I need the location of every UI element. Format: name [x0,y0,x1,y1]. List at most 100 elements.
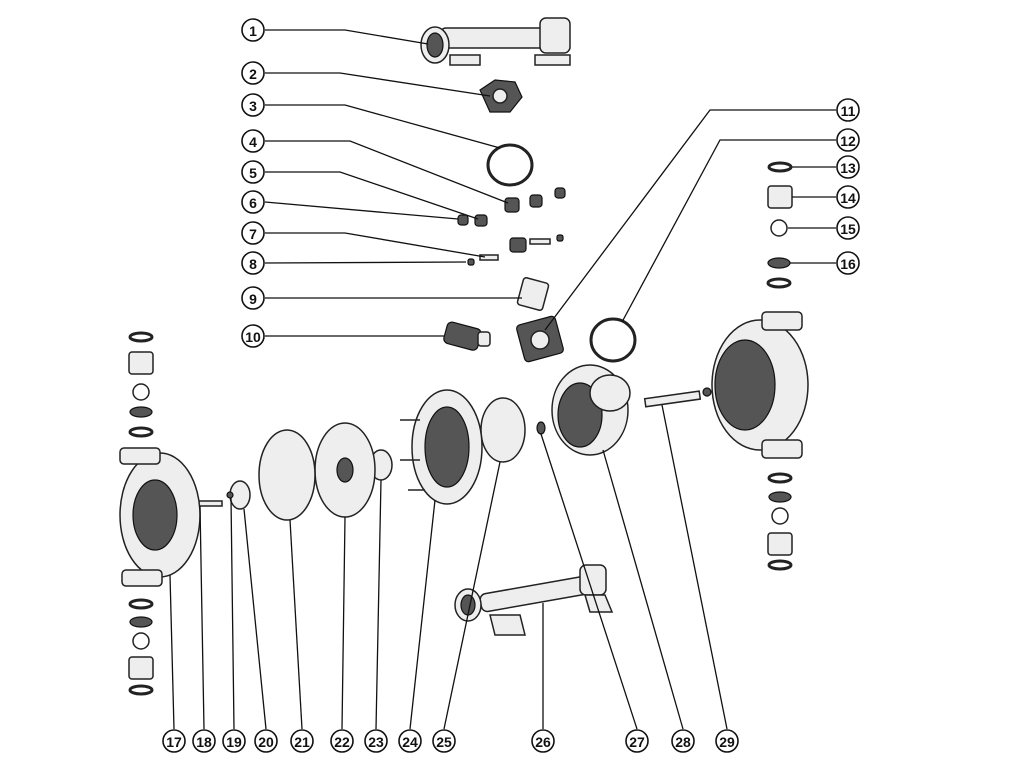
air-valve-components [457,187,566,266]
callout-number: 3 [249,98,257,114]
callout-circle [625,729,649,753]
callout-number: 24 [402,734,418,750]
callout-26: 26 [531,729,555,753]
callout-3: 3 [241,93,265,117]
callout-24: 24 [398,729,422,753]
valve-plate-part [516,277,550,311]
callout-number: 2 [249,66,257,82]
callout-circle [531,729,555,753]
callout-circle [254,729,278,753]
large-o-ring-part [589,317,637,363]
callout-20: 20 [254,729,278,753]
callout-16: 16 [836,251,860,275]
callout-number: 5 [249,165,257,181]
callout-number: 19 [226,734,242,750]
callout-circle [162,729,186,753]
callout-circle [241,324,265,348]
washer-part [226,491,234,499]
callout-circle [671,729,695,753]
callout-25: 25 [432,729,456,753]
callout-6: 6 [241,190,265,214]
callout-number: 16 [840,256,856,272]
callout-27: 27 [625,729,649,753]
callout-number: 9 [249,291,257,307]
right-fluid-chamber-part [711,311,809,459]
callout-circle [241,129,265,153]
callout-circle [715,729,739,753]
left-fluid-chamber-part [119,447,201,587]
callout-13: 13 [836,155,860,179]
callout-circle [241,61,265,85]
callout-circle [241,221,265,245]
parts [119,17,809,696]
callout-number: 21 [294,734,310,750]
air-chamber-part [400,389,483,505]
callout-8: 8 [241,251,265,275]
o-ring-part [486,143,534,187]
callout-10: 10 [241,324,265,348]
callout-19: 19 [222,729,246,753]
callout-11: 11 [836,98,860,122]
callout-circle [836,128,860,152]
bottom-manifold-part [454,564,614,636]
callout-circle [241,286,265,310]
callout-circle [241,18,265,42]
callout-circle [241,190,265,214]
air-gasket-part [480,397,526,463]
callout-circle [836,98,860,122]
callout-21: 21 [290,729,314,753]
leader-lines [169,29,836,730]
callout-circle [192,729,216,753]
callout-number: 8 [249,256,257,272]
callout-22: 22 [330,729,354,753]
callout-12: 12 [836,128,860,152]
callout-number: 1 [249,23,257,39]
callout-18: 18 [192,729,216,753]
callout-circle [836,155,860,179]
callout-number: 7 [249,226,257,242]
callout-number: 26 [535,734,551,750]
callout-number: 29 [719,734,735,750]
left-ball-check-stack [128,331,154,696]
callout-number: 4 [249,134,257,150]
callout-circle [836,216,860,240]
callout-circle [241,93,265,117]
center-section-part [551,364,631,456]
callout-7: 7 [241,221,265,245]
callout-circle [836,185,860,209]
bushing-part [536,421,546,435]
callout-5: 5 [241,160,265,184]
callout-number: 20 [258,734,274,750]
shaft-part [643,390,702,408]
callout-28: 28 [671,729,695,753]
callout-circle [222,729,246,753]
callout-number: 11 [841,103,856,119]
pilot-valve-part [443,321,491,351]
backup-diaphragm-part [258,429,316,521]
callout-23: 23 [364,729,388,753]
callout-circle [330,729,354,753]
callout-number: 25 [436,734,452,750]
callout-number: 13 [840,160,856,176]
callout-number: 12 [840,133,856,149]
callout-9: 9 [241,286,265,310]
callout-circle [432,729,456,753]
callout-17: 17 [162,729,186,753]
right-ball-check-stack [766,161,793,571]
callout-circle [398,729,422,753]
callout-1: 1 [241,18,265,42]
callout-number: 6 [249,195,257,211]
callout-4: 4 [241,129,265,153]
callout-number: 10 [245,329,261,345]
callout-number: 15 [840,221,856,237]
callout-circle [241,160,265,184]
callout-15: 15 [836,216,860,240]
callout-circle [290,729,314,753]
callout-circle [364,729,388,753]
callout-number: 17 [166,734,182,750]
callout-29: 29 [715,729,739,753]
callout-number: 14 [840,190,856,206]
callout-number: 22 [334,734,350,750]
